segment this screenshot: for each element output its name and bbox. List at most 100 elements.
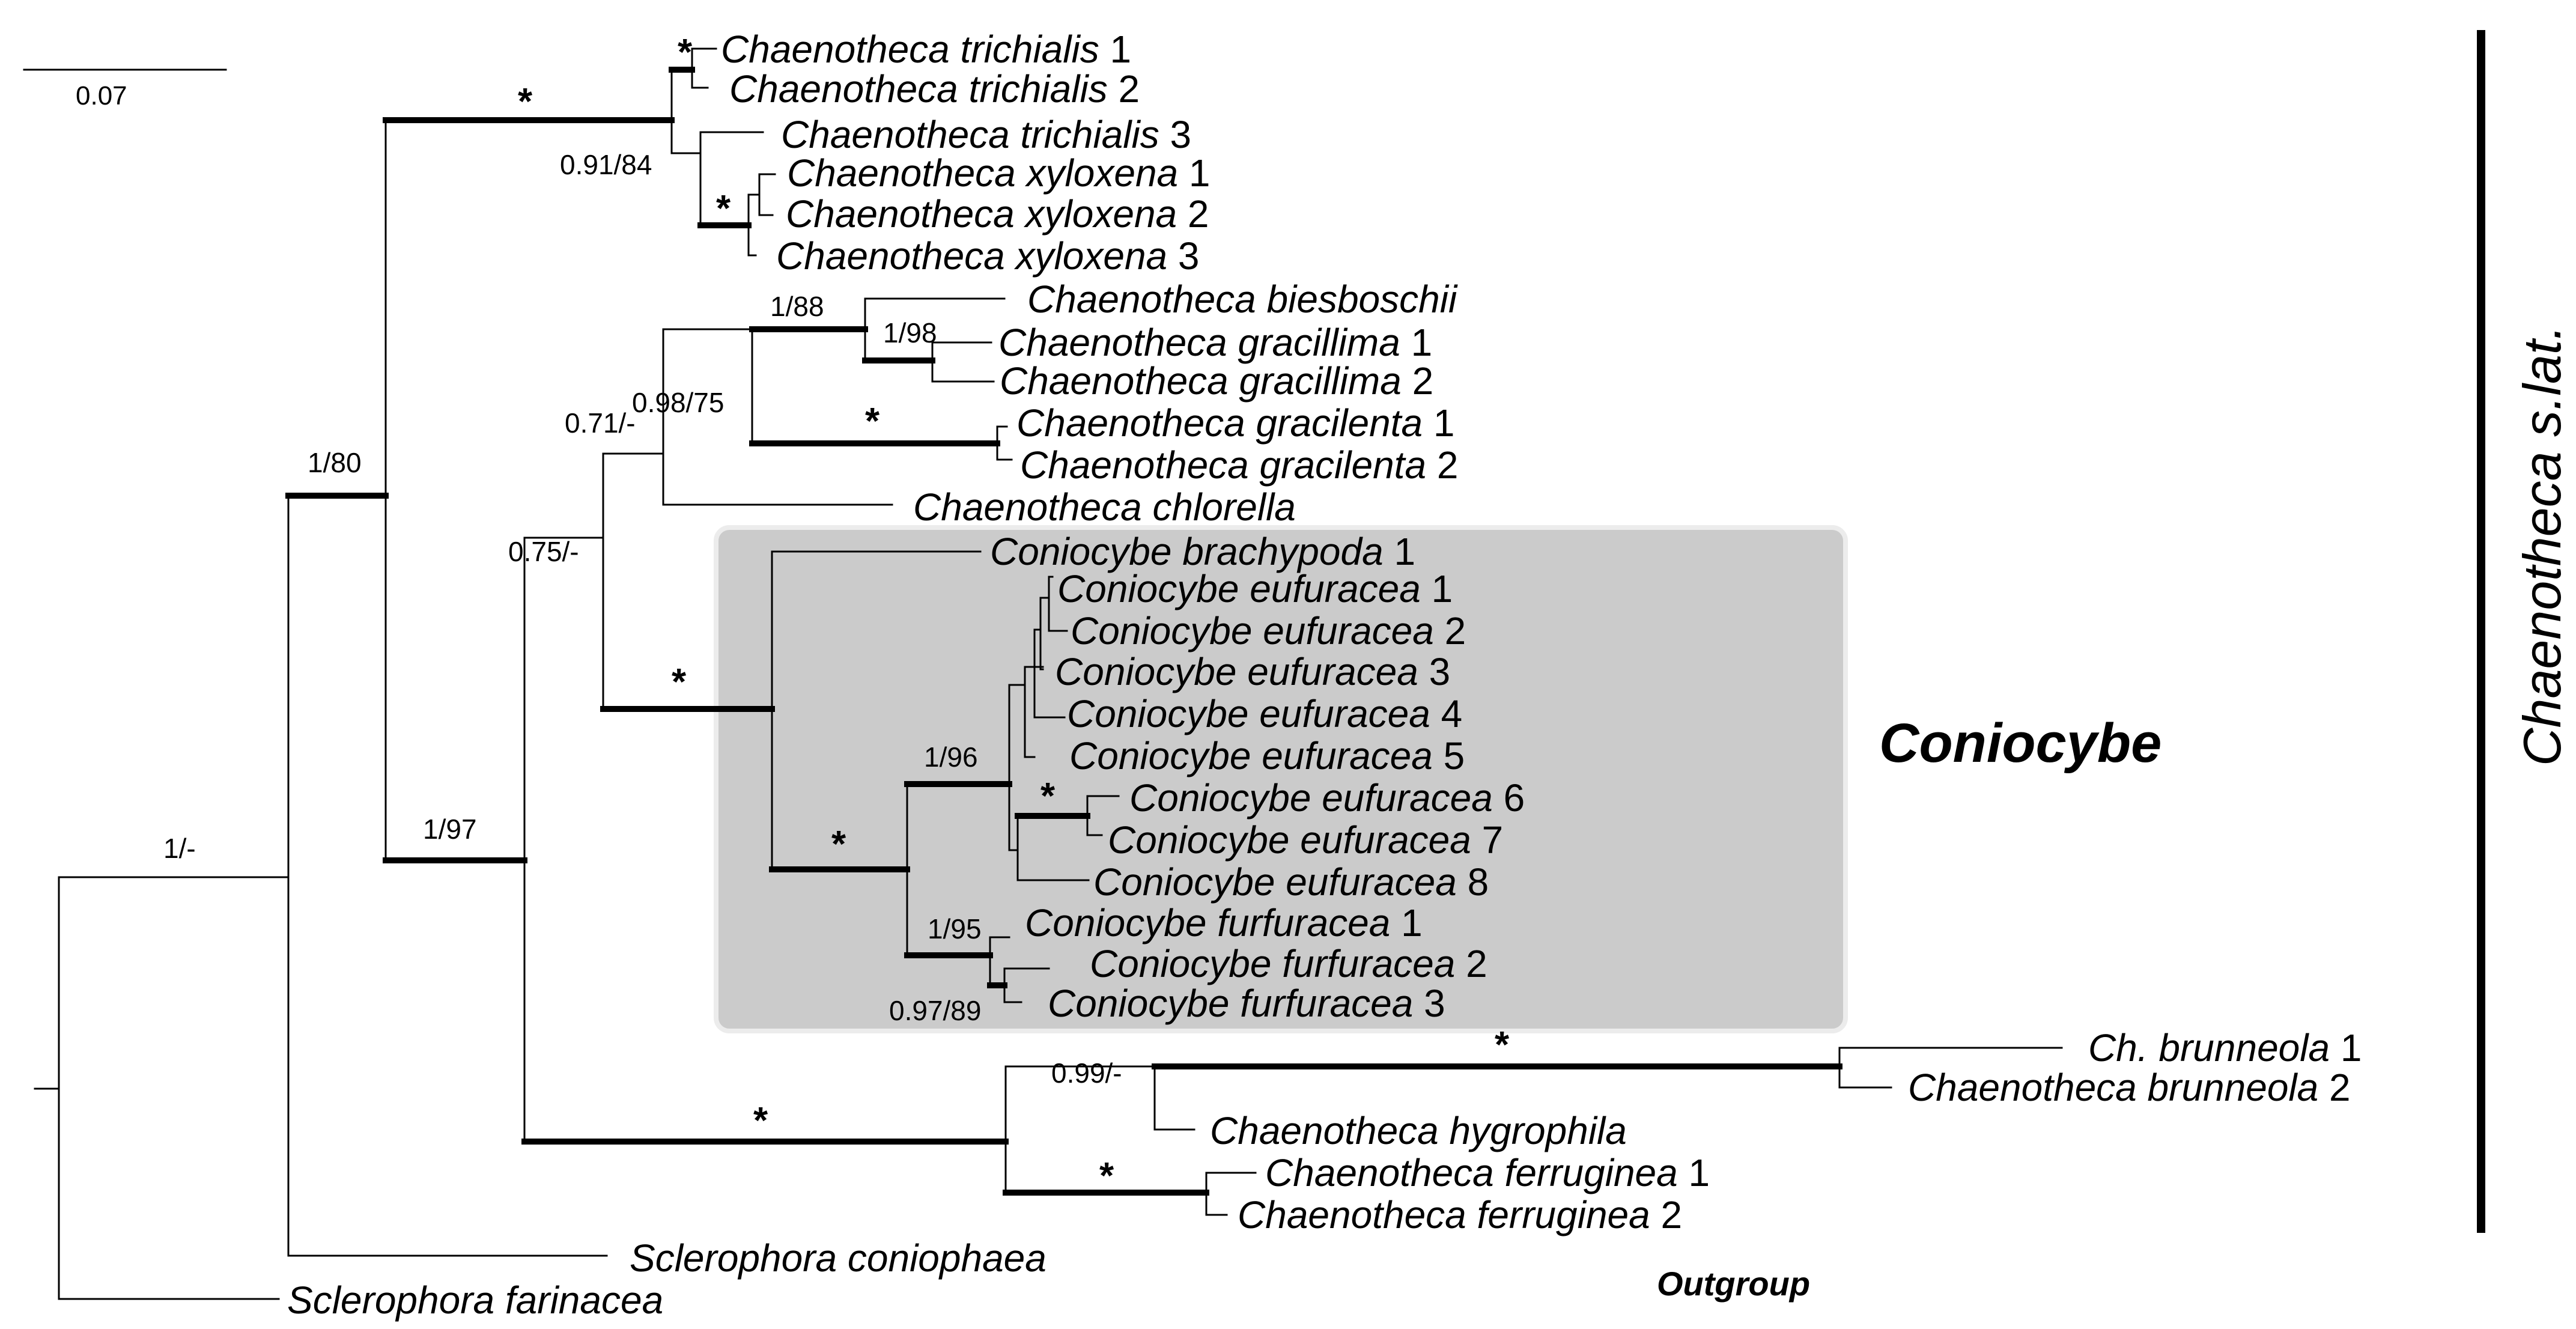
taxon-label: Coniocybe furfuracea 3 [1048, 982, 1445, 1025]
support-value: 1/- [163, 833, 196, 864]
scale-bar-label: 0.07 [76, 81, 127, 111]
support-values: *0.91/84**1/881/980.98/75*0.71/-0.75/-**… [163, 32, 1510, 1197]
taxon-binomial: Chaenotheca brunneola [1908, 1066, 2318, 1109]
coniocybe-clade-box [714, 525, 1848, 1033]
taxon-label: Coniocybe eufuracea 5 [1069, 734, 1465, 777]
taxon-specimen-number: 1 [1178, 151, 1210, 195]
support-star: * [716, 188, 731, 230]
taxon-label: Sclerophora coniophaea [630, 1236, 1046, 1280]
taxon-specimen-number: 3 [1418, 650, 1450, 693]
taxon-binomial: Coniocybe furfuracea [1025, 901, 1390, 944]
taxon-specimen-number: 2 [2318, 1066, 2350, 1109]
chaenotheca-group-label: Chaenotheca s.lat. [2512, 325, 2572, 766]
taxon-label: Chaenotheca ferruginea 1 [1265, 1151, 1710, 1194]
taxon-specimen-number: 6 [1493, 776, 1525, 820]
support-star: * [678, 32, 693, 73]
taxon-binomial: Coniocybe eufuracea [1057, 567, 1421, 610]
taxon-label: Coniocybe brachypoda 1 [990, 530, 1415, 573]
taxon-binomial: Chaenotheca biesboschii [1027, 278, 1458, 321]
taxon-binomial: Chaenotheca hygrophila [1210, 1109, 1627, 1152]
tree-branches [34, 47, 2063, 1300]
taxon-specimen-number: 3 [1167, 234, 1199, 278]
support-star: * [672, 661, 687, 703]
taxon-label: Chaenotheca gracillima 2 [1000, 359, 1433, 403]
support-star: * [1040, 776, 1056, 817]
support-value: 0.97/89 [889, 995, 981, 1026]
taxon-label: Coniocybe furfuracea 1 [1025, 901, 1423, 944]
support-value: 0.71/- [565, 407, 636, 439]
taxon-label: Chaenotheca gracilenta 2 [1020, 443, 1458, 487]
taxon-specimen-number: 1 [1099, 28, 1131, 71]
taxon-binomial: Chaenotheca ferruginea [1265, 1151, 1678, 1194]
taxon-specimen-number: 2 [1108, 67, 1140, 111]
outgroup-label: Outgroup [1657, 1265, 1810, 1303]
support-star: * [1495, 1024, 1510, 1066]
taxon-label: Coniocybe eufuracea 4 [1067, 692, 1462, 735]
coniocybe-clade-label: Coniocybe [1879, 713, 2161, 774]
support-star: * [865, 401, 880, 442]
support-value: 1/97 [423, 814, 477, 845]
taxon-binomial: Chaenotheca chlorella [913, 485, 1296, 529]
taxon-binomial: Chaenotheca gracilenta [1016, 401, 1423, 445]
taxon-specimen-number: 1 [1678, 1151, 1710, 1194]
taxon-binomial: Chaenotheca xyloxena [786, 192, 1177, 236]
taxon-specimen-number: 2 [1177, 192, 1209, 236]
taxon-specimen-number: 1 [1384, 530, 1415, 573]
taxon-label: Chaenotheca gracillima 1 [998, 321, 1432, 364]
taxon-label: Sclerophora farinacea [287, 1279, 663, 1322]
taxon-specimen-number: 2 [1426, 443, 1458, 487]
support-value: 1/96 [924, 741, 978, 773]
taxon-label: Chaenotheca xyloxena 1 [787, 151, 1211, 195]
scale-bar: 0.07 [23, 68, 227, 111]
taxon-label: Coniocybe eufuracea 8 [1093, 860, 1489, 904]
taxon-label: Chaenotheca gracilenta 1 [1016, 401, 1454, 445]
taxon-binomial: Coniocybe eufuracea [1093, 860, 1457, 904]
support-star: * [753, 1100, 768, 1142]
taxon-binomial: Coniocybe eufuracea [1071, 609, 1434, 652]
taxon-binomial: Coniocybe eufuracea [1069, 734, 1433, 777]
taxon-binomial: Coniocybe eufuracea [1067, 692, 1430, 735]
taxon-label: Chaenotheca xyloxena 2 [786, 192, 1209, 236]
taxon-label: Chaenotheca biesboschii [1027, 278, 1458, 321]
taxon-label: Coniocybe eufuracea 2 [1071, 609, 1466, 652]
taxon-binomial: Coniocybe eufuracea [1108, 818, 1471, 862]
taxon-binomial: Chaenotheca trichialis [781, 113, 1159, 156]
taxon-label: Ch. brunneola 1 [2088, 1026, 2362, 1069]
taxon-specimen-number: 5 [1433, 734, 1465, 777]
taxon-binomial: Coniocybe brachypoda [990, 530, 1384, 573]
taxon-label: Chaenotheca brunneola 2 [1908, 1066, 2351, 1109]
taxon-binomial: Coniocybe furfuracea [1048, 982, 1413, 1025]
taxon-specimen-number: 2 [1650, 1193, 1682, 1236]
taxon-binomial: Chaenotheca xyloxena [787, 151, 1178, 195]
taxon-specimen-number: 1 [1421, 567, 1453, 610]
taxon-binomial: Coniocybe eufuracea [1055, 650, 1418, 693]
taxon-binomial: Chaenotheca gracilenta [1020, 443, 1426, 487]
taxon-label: Coniocybe furfuracea 2 [1090, 942, 1487, 985]
taxon-binomial: Coniocybe eufuracea [1129, 776, 1493, 820]
taxon-specimen-number: 3 [1413, 982, 1445, 1025]
support-value: 0.91/84 [560, 149, 652, 180]
support-value: 0.75/- [508, 536, 579, 567]
taxon-binomial: Sclerophora farinacea [287, 1279, 663, 1322]
taxon-binomial: Chaenotheca gracillima [998, 321, 1400, 364]
taxon-binomial: Chaenotheca trichialis [729, 67, 1108, 111]
taxon-specimen-number: 1 [1390, 901, 1422, 944]
taxon-label: Coniocybe eufuracea 1 [1057, 567, 1453, 610]
taxon-specimen-number: 7 [1471, 818, 1503, 862]
support-value: 0.99/- [1051, 1057, 1122, 1089]
taxon-binomial: Ch. brunneola [2088, 1026, 2330, 1069]
taxon-binomial: Chaenotheca ferruginea [1238, 1193, 1650, 1236]
taxon-specimen-number: 1 [1400, 321, 1432, 364]
support-star: * [1099, 1155, 1114, 1197]
taxon-binomial: Chaenotheca trichialis [721, 28, 1099, 71]
taxon-specimen-number: 2 [1455, 942, 1487, 985]
taxon-specimen-number: 8 [1457, 860, 1489, 904]
support-value: 1/98 [883, 317, 937, 348]
taxon-specimen-number: 2 [1402, 359, 1433, 403]
taxon-label: Chaenotheca trichialis 3 [781, 113, 1191, 156]
support-value: 1/88 [770, 291, 824, 322]
taxon-label: Chaenotheca ferruginea 2 [1238, 1193, 1682, 1236]
taxon-label: Chaenotheca trichialis 2 [729, 67, 1140, 111]
taxon-specimen-number: 2 [1434, 609, 1466, 652]
